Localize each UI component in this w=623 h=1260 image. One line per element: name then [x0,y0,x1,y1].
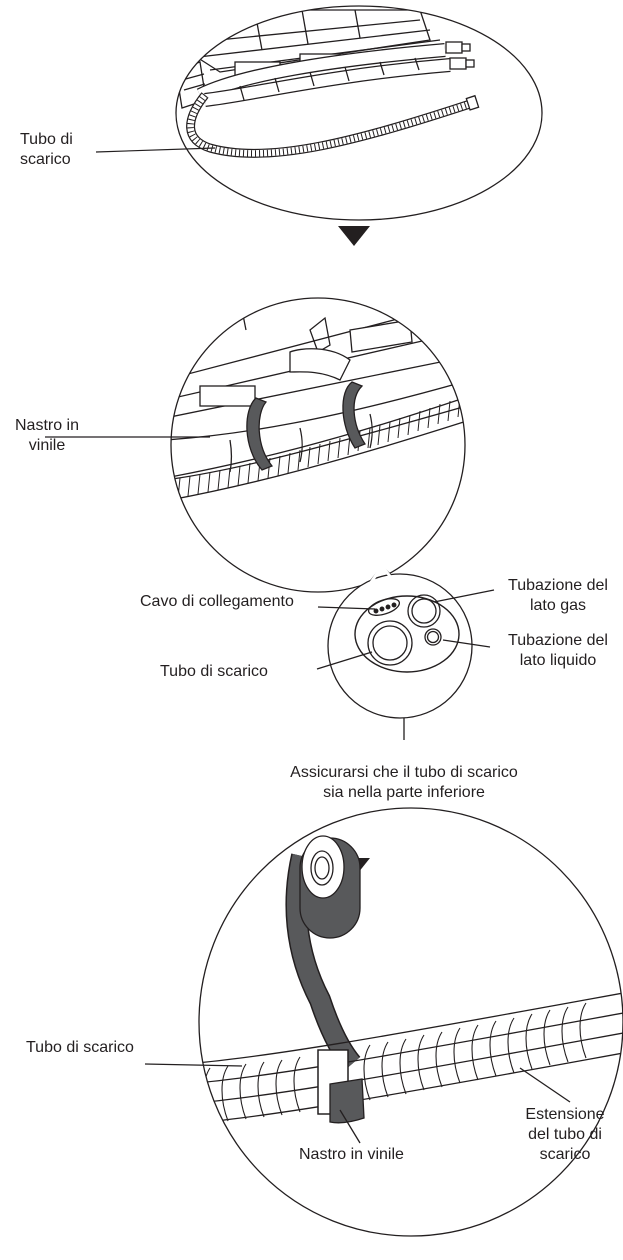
vinyl-tape-band [342,381,366,449]
liquid-pipe-label-line2: lato liquido [519,652,597,669]
down-arrow-icon [338,226,370,246]
vinyl-tape-band [329,1078,365,1124]
extension-label: Estensione del tubo di scarico [510,1105,620,1165]
extension-label-line3: scarico [539,1146,591,1163]
gas-pipe-label-line2: lato gas [529,597,587,614]
step2-tape-label-line2: vinile [28,437,66,454]
step1-leader-line [95,147,216,153]
bottom-note: Assicurarsi che il tubo di scarico sia n… [214,763,594,803]
step2-detail-view [170,297,466,593]
step3-detail-view [144,807,623,1237]
step2-tape-label-line1: Nastro in [14,417,80,434]
step2-hose-ribs [177,396,461,499]
gas-pipe-label: Tubazione del lato gas [494,576,622,616]
step1-drain-label: Tubo di scarico [20,130,73,170]
step3-tape-label: Nastro in vinile [299,1146,404,1163]
step1-detail-view [175,5,543,221]
cable-label: Cavo di collegamento [140,593,294,610]
vinyl-tape-band [246,397,274,471]
section-drain-label: Tubo di scarico [160,663,268,680]
extension-label-line2: del tubo di [528,1126,602,1143]
liquid-pipe-label-line1: Tubazione del [508,632,608,649]
liquid-pipe-label: Tubazione del lato liquido [494,631,622,671]
step3-drain-label: Tubo di scarico [26,1039,134,1056]
extension-label-line1: Estensione [525,1106,605,1123]
gas-pipe-label-line1: Tubazione del [508,577,608,594]
bottom-note-line2: sia nella parte inferiore [323,784,485,801]
step1-drain-label-line2: scarico [20,151,71,168]
cross-section-view [316,563,495,740]
bottom-note-line1: Assicurarsi che il tubo di scarico [290,764,518,781]
step2-tape-label: Nastro in vinile [8,416,86,456]
step1-drain-label-line1: Tubo di [20,131,73,148]
